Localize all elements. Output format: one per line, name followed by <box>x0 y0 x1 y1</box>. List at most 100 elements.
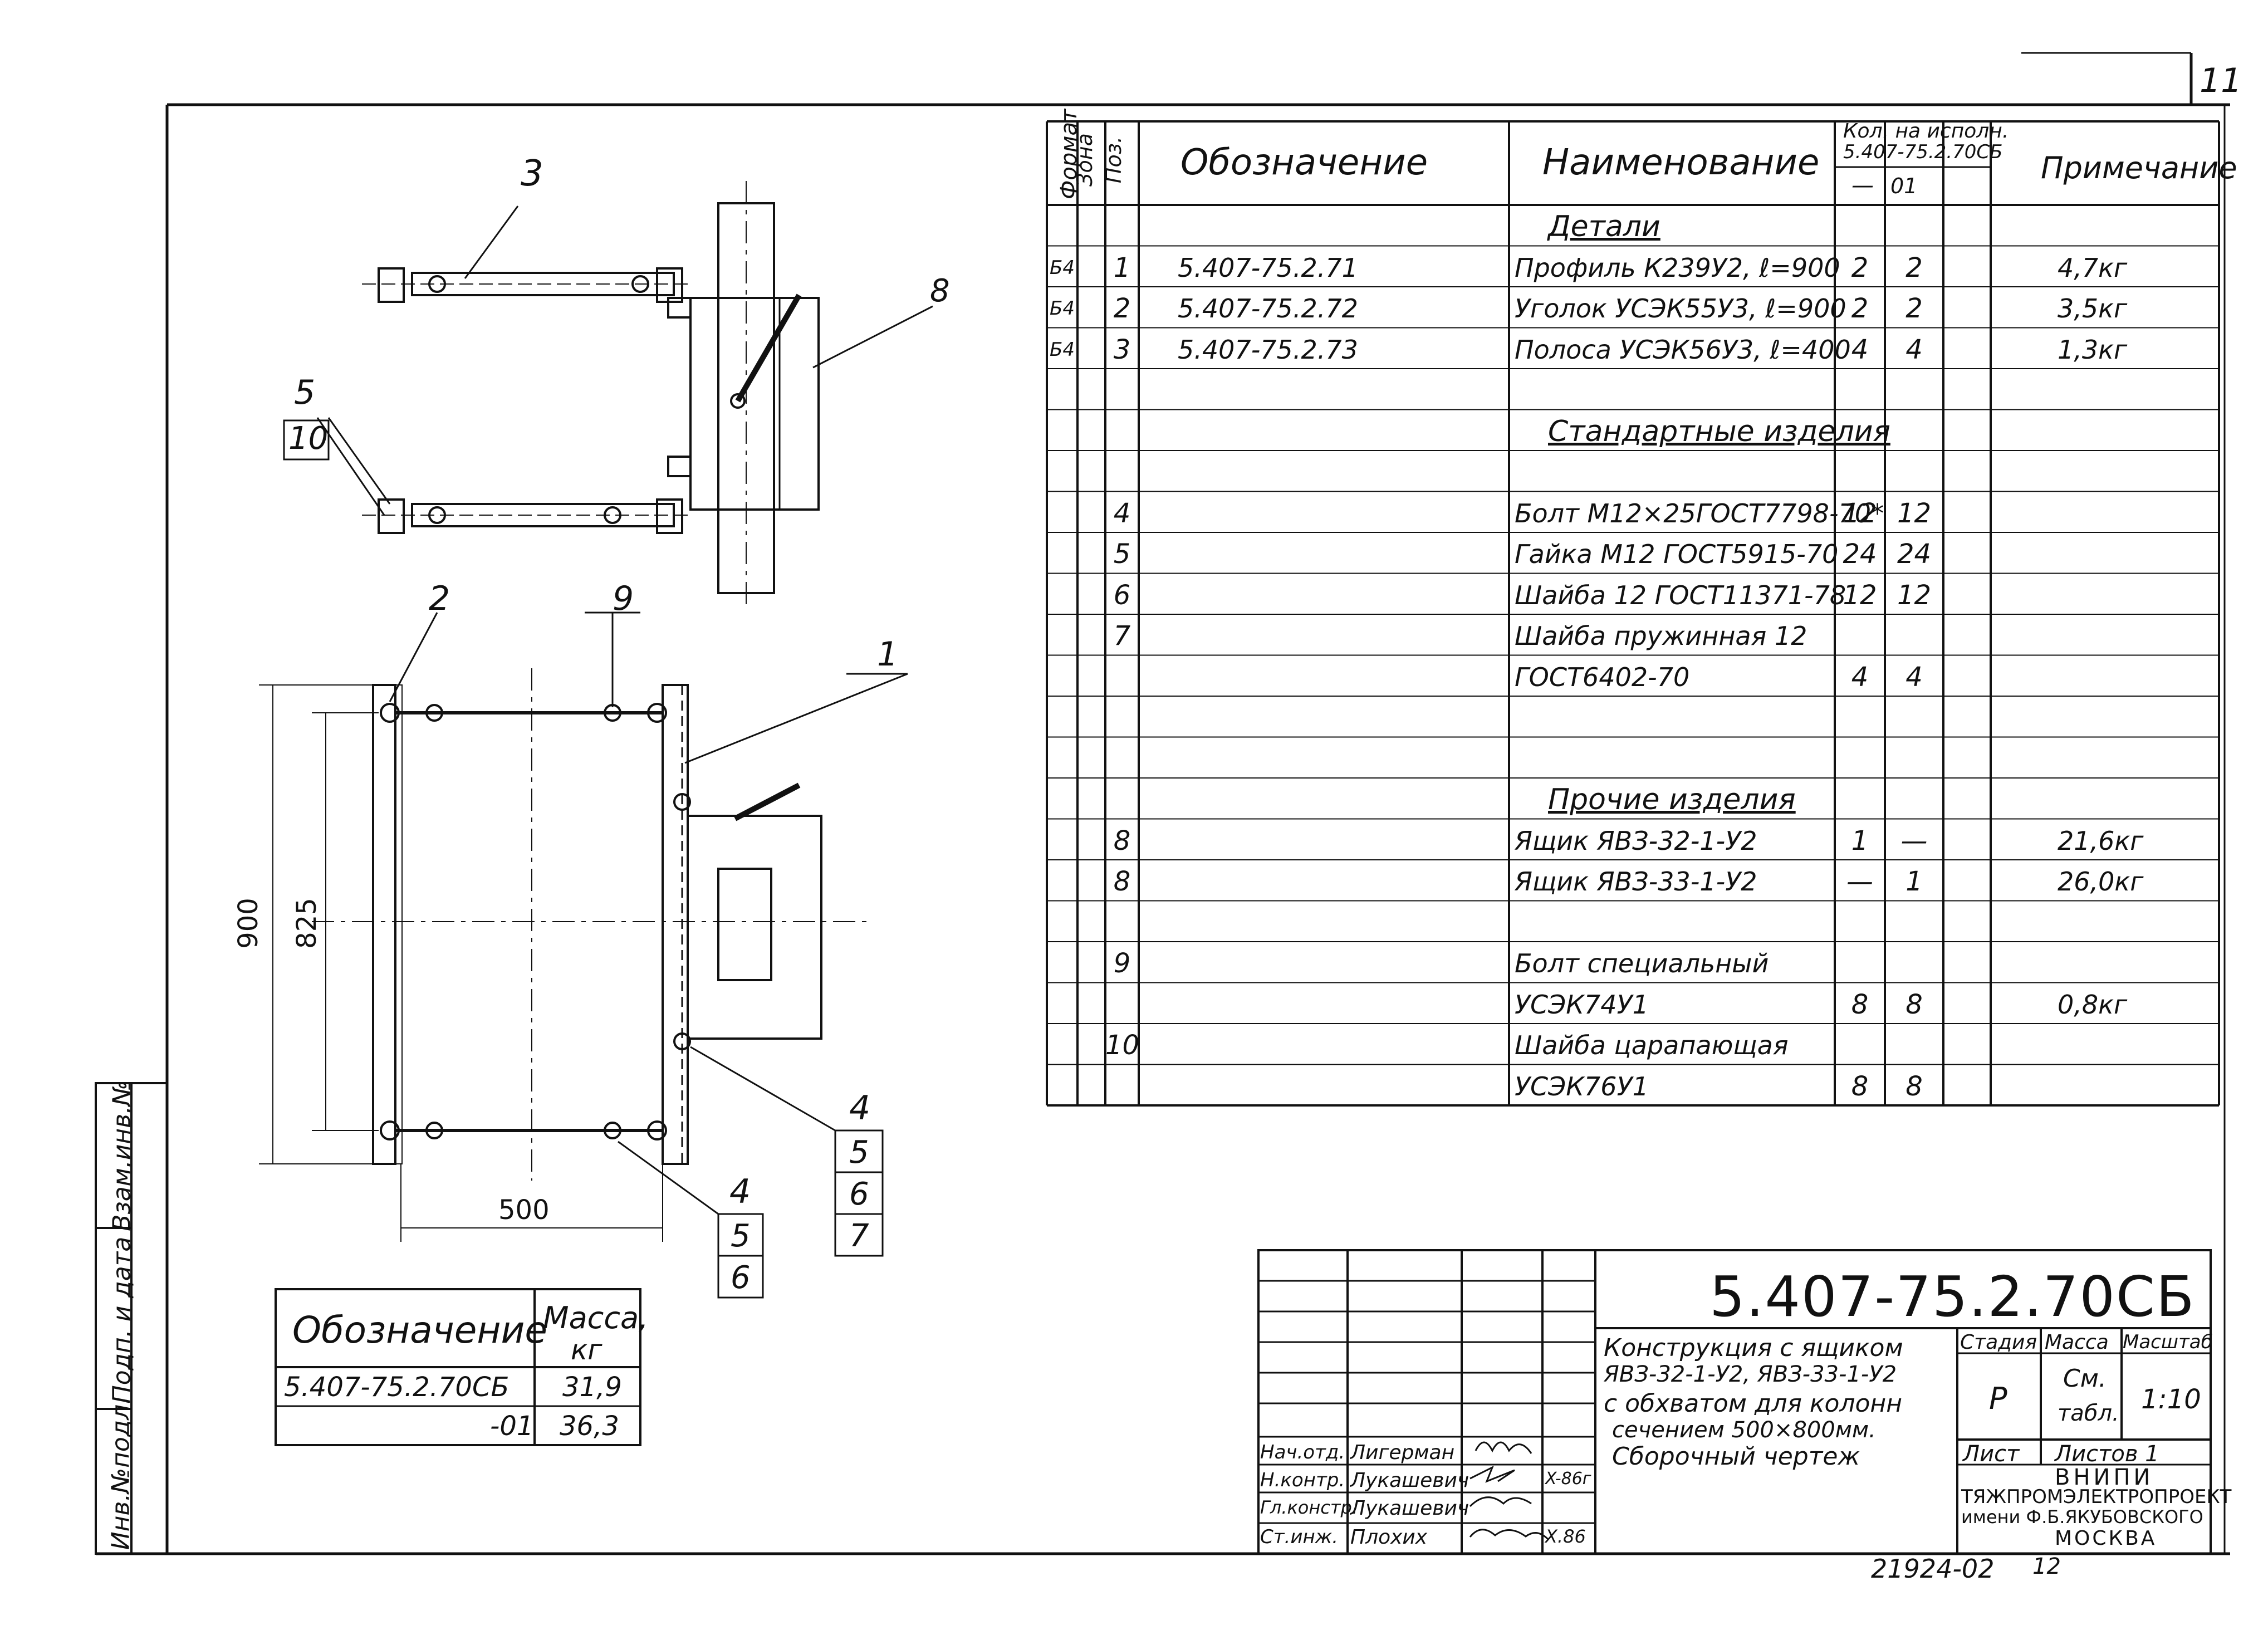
title-description-3: с обхватом для колонн <box>1604 1389 1902 1418</box>
signature-scribbles <box>1469 1441 1549 1540</box>
spec-cell-name: УСЭК76У1 <box>1515 1071 1649 1102</box>
org-line-3: имени Ф.Б.ЯКУБОВСКОГО <box>1961 1506 2203 1528</box>
callout-4-right: 4 <box>849 1089 871 1128</box>
callout-5-bottom: 5 <box>731 1218 751 1254</box>
spec-header-qty-doc: 5.407-75.2.70СБ <box>1843 141 2003 163</box>
spec-cell-q2: — <box>1900 825 1928 856</box>
mass-table-designation-2: -01 <box>490 1411 534 1442</box>
spec-header-pos: Поз. <box>1101 136 1126 184</box>
callout-9: 9 <box>613 579 634 618</box>
title-description-2: ЯВЗ-32-1-У2, ЯВЗ-33-1-У2 <box>1604 1362 1897 1387</box>
callout-6-right: 6 <box>849 1176 869 1212</box>
spec-cell-q1: 12 <box>1843 497 1877 529</box>
title-description-1: Конструкция с ящиком <box>1604 1334 1903 1362</box>
spec-header-qty-col2: 01 <box>1890 174 1918 198</box>
spec-cell-q2: 12 <box>1897 579 1932 611</box>
spec-cell-name: Болт М12×25ГОСТ7798-70* <box>1515 498 1884 528</box>
stage-label: Стадия <box>1960 1331 2037 1354</box>
spec-cell-pos: 6 <box>1113 579 1131 611</box>
signature-name-1: Лигерман <box>1350 1441 1455 1464</box>
spec-cell-name: Шайба пружинная 12 <box>1515 621 1807 651</box>
mass-table-mass-2: 36,3 <box>560 1411 619 1442</box>
spec-cell-q1: — <box>1846 866 1873 897</box>
spec-cell-name: УСЭК74У1 <box>1515 989 1649 1020</box>
spec-cell-pos: 9 <box>1113 948 1131 979</box>
spec-cell-q1: 8 <box>1851 1070 1869 1102</box>
signature-role-1: Нач.отд. <box>1260 1441 1345 1463</box>
spec-table-grid <box>1046 120 2220 1107</box>
signature-name-2: Лукашевич <box>1350 1469 1469 1492</box>
spec-cell-q2: 8 <box>1905 1070 1923 1102</box>
dimension-900: 900 <box>232 898 264 949</box>
spec-cell-q2: 2 <box>1905 293 1923 324</box>
dimension-825: 825 <box>291 898 322 949</box>
spec-cell-q2: 4 <box>1905 661 1923 693</box>
spec-cell-q2: 24 <box>1897 539 1932 570</box>
spec-cell-name: Полоса УСЭК56У3, ℓ=400 <box>1515 334 1851 365</box>
spec-cell-q1: 4 <box>1851 661 1869 693</box>
spec-header-name: Наименование <box>1542 142 1820 183</box>
signature-name-4: Плохих <box>1350 1526 1428 1549</box>
sheet-label: Лист <box>1963 1441 2020 1467</box>
spec-cell-pos: 2 <box>1113 293 1131 324</box>
mass-table-header-designation: Обозначение <box>292 1309 547 1352</box>
spec-cell-format: Б4 <box>1050 297 1075 320</box>
callout-2: 2 <box>429 579 450 618</box>
spec-header-zone: Зона <box>1072 133 1097 187</box>
spec-cell-note: 3,5кг <box>2058 293 2128 324</box>
callout-8: 8 <box>930 273 950 309</box>
spec-cell-name: Стандартные изделия <box>1548 414 1890 448</box>
spec-cell-q1: 12 <box>1843 579 1877 611</box>
spec-cell-name: Болт специальный <box>1515 948 1769 978</box>
spec-cell-q1: 4 <box>1851 334 1869 365</box>
spec-cell-pos: 1 <box>1113 252 1131 283</box>
sheets-label: Листов 1 <box>2055 1441 2159 1467</box>
spec-cell-name: ГОСТ6402-70 <box>1515 662 1690 692</box>
spec-cell-q1: 2 <box>1851 252 1869 283</box>
spec-cell-q2: 8 <box>1905 988 1923 1020</box>
spec-cell-q1: 8 <box>1851 988 1869 1020</box>
side-stamp-signature-date: Подп. и дата <box>107 1236 136 1404</box>
callout-3: 3 <box>521 153 543 194</box>
spec-cell-q1: 2 <box>1851 293 1869 324</box>
signature-role-2: Н.контр. <box>1260 1469 1345 1491</box>
scale-value: 1:10 <box>2141 1384 2201 1415</box>
stage-value: Р <box>1989 1381 2007 1416</box>
side-stamp-inventory: Инв.№подл. <box>106 1396 135 1550</box>
callout-1: 1 <box>877 635 899 674</box>
spec-header-qty-col1: — <box>1851 173 1874 198</box>
spec-cell-name: Ящик ЯВЗ-33-1-У2 <box>1515 867 1757 897</box>
spec-cell-pos: 8 <box>1113 825 1131 856</box>
scale-label: Масштаб <box>2123 1331 2213 1353</box>
spec-cell-name: Гайка М12 ГОСТ5915-70 <box>1515 539 1839 569</box>
front-view <box>259 611 908 1299</box>
spec-cell-pos: 4 <box>1113 497 1131 529</box>
spec-cell-pos: 10 <box>1105 1030 1140 1061</box>
spec-cell-designation: 5.407-75.2.72 <box>1178 293 1358 324</box>
spec-header-designation: Обозначение <box>1180 142 1428 183</box>
callout-6-bottom: 6 <box>731 1260 751 1296</box>
mass-table-grid <box>275 1288 641 1446</box>
spec-cell-name: Ящик ЯВЗ-32-1-У2 <box>1515 825 1757 856</box>
top-view <box>283 181 933 610</box>
spec-cell-pos: 3 <box>1113 334 1131 365</box>
callout-5-right: 5 <box>849 1134 869 1171</box>
spec-cell-name: Шайба царапающая <box>1515 1030 1789 1060</box>
title-designation: 5.407-75.2.70СБ <box>1709 1264 2196 1329</box>
spec-cell-name: Прочие изделия <box>1548 783 1796 816</box>
org-line-1: ВНИПИ <box>2055 1465 2154 1490</box>
callout-7-right: 7 <box>849 1218 869 1254</box>
signature-name-3: Лукашевич <box>1350 1497 1469 1520</box>
archive-suffix: 12 <box>2032 1554 2061 1579</box>
page-number: 11 <box>2200 61 2242 100</box>
spec-cell-format: Б4 <box>1050 256 1075 279</box>
mass-label: Масса <box>2045 1331 2109 1354</box>
spec-cell-designation: 5.407-75.2.73 <box>1178 334 1358 365</box>
mass-value-2: табл. <box>2058 1401 2119 1426</box>
spec-cell-note: 26,0кг <box>2058 867 2144 897</box>
title-block-grid <box>1257 1249 2212 1555</box>
mass-table-designation-1: 5.407-75.2.70СБ <box>284 1372 510 1403</box>
spec-cell-q1: 1 <box>1851 825 1869 856</box>
